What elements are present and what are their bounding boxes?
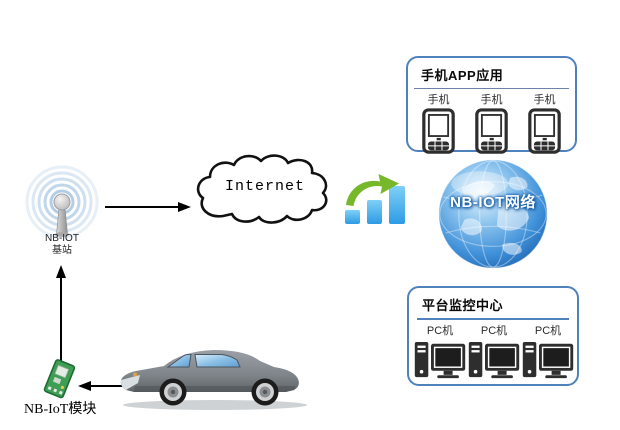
phone-item: 手机 <box>528 91 561 154</box>
mobile-phone-icon <box>422 108 455 154</box>
base-station-label-line1: NB-IOT <box>45 233 79 244</box>
nbiot-network-label: NB-IOT网络 <box>450 194 536 211</box>
app-panel-divider <box>414 88 569 89</box>
pc-label: PC机 <box>480 325 508 337</box>
internet-label: Internet <box>224 178 305 195</box>
desktop-pc-icon <box>521 339 575 381</box>
nbiot-module-label: NB-IoT模块 <box>24 402 97 417</box>
phone-item: 手机 <box>422 91 455 154</box>
desktop-pc-icon <box>413 339 467 381</box>
nbiot-network-globe-icon: NB-IOT网络 <box>436 157 550 271</box>
nbiot-module-icon <box>40 356 81 404</box>
desktop-pc-icon <box>467 339 521 381</box>
base-station-antenna-icon <box>22 162 102 239</box>
platform-monitor-panel: 平台监控中心 PC机 PC机 PC机 <box>407 286 579 386</box>
phone-label: 手机 <box>480 94 503 106</box>
pc-row: PC机 PC机 PC机 <box>409 322 577 381</box>
pc-label: PC机 <box>534 325 562 337</box>
phone-item: 手机 <box>475 91 508 154</box>
car-icon <box>116 342 308 414</box>
phone-row: 手机 手机 手机 <box>408 91 575 154</box>
base-station-label-line2: 基站 <box>52 245 72 256</box>
mobile-app-panel-title: 手机APP应用 <box>421 68 504 83</box>
mobile-phone-icon <box>475 108 508 154</box>
pc-label: PC机 <box>426 325 454 337</box>
phone-label: 手机 <box>533 94 556 106</box>
bar-chart-growth-icon <box>343 169 407 227</box>
monitor-panel-divider <box>417 318 569 320</box>
pc-item: PC机 <box>521 322 575 381</box>
phone-label: 手机 <box>427 94 450 106</box>
platform-monitor-panel-title: 平台监控中心 <box>422 298 504 313</box>
mobile-phone-icon <box>528 108 561 154</box>
base-station-label: NB-IOT 基站 <box>22 233 102 257</box>
internet-cloud-icon: Internet <box>190 150 340 232</box>
mobile-app-panel: 手机APP应用 手机 手机 手机 <box>406 56 577 152</box>
pc-item: PC机 <box>413 322 467 381</box>
pc-item: PC机 <box>467 322 521 381</box>
